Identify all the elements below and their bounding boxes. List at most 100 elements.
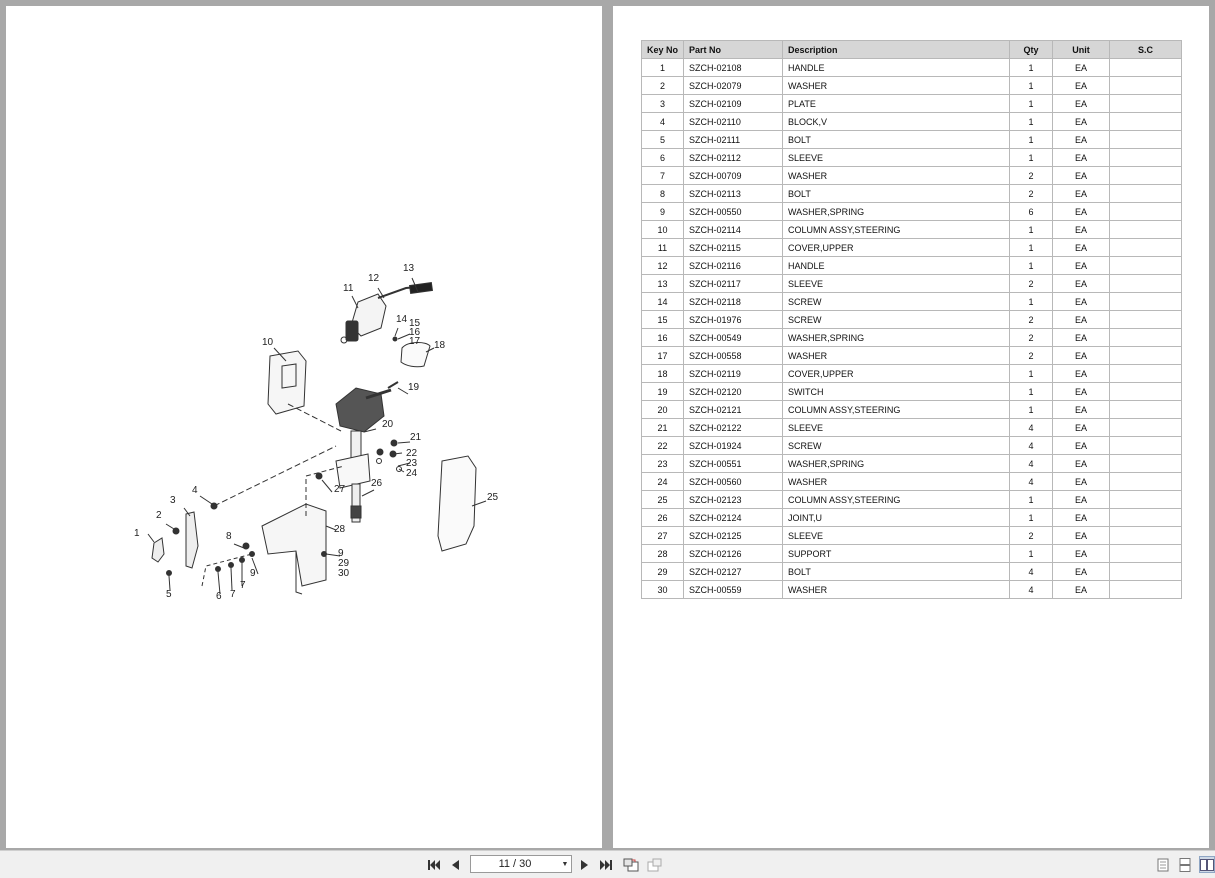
cell-unit: EA bbox=[1052, 292, 1110, 311]
cell-description: SLEEVE bbox=[782, 526, 1010, 545]
cell-unit: EA bbox=[1052, 58, 1110, 77]
cell-description: WASHER,SPRING bbox=[782, 328, 1010, 347]
cell-sc bbox=[1109, 76, 1182, 95]
cell-sc bbox=[1109, 292, 1182, 311]
callout-12: 12 bbox=[368, 273, 380, 284]
cell-sc bbox=[1109, 346, 1182, 365]
next-page-button[interactable] bbox=[578, 856, 592, 873]
cell-key-no: 6 bbox=[641, 148, 684, 167]
cell-part-no: SZCH-02121 bbox=[683, 400, 783, 419]
cell-qty: 2 bbox=[1009, 274, 1053, 293]
cell-description: SCREW bbox=[782, 436, 1010, 455]
cell-unit: EA bbox=[1052, 346, 1110, 365]
cell-key-no: 3 bbox=[641, 94, 684, 113]
cell-key-no: 18 bbox=[641, 364, 684, 383]
cell-description: WASHER bbox=[782, 166, 1010, 185]
header-key-no: Key No bbox=[641, 40, 684, 59]
cell-description: COVER,UPPER bbox=[782, 238, 1010, 257]
cell-qty: 1 bbox=[1009, 382, 1053, 401]
cell-description: SUPPORT bbox=[782, 544, 1010, 563]
rotate-button[interactable] bbox=[622, 856, 640, 873]
cell-sc bbox=[1109, 238, 1182, 257]
cell-qty: 2 bbox=[1009, 328, 1053, 347]
rotate-alt-icon bbox=[647, 858, 662, 871]
cell-unit: EA bbox=[1052, 436, 1110, 455]
cell-sc bbox=[1109, 490, 1182, 509]
previous-page-button[interactable] bbox=[448, 856, 462, 873]
cell-unit: EA bbox=[1052, 112, 1110, 131]
cell-qty: 4 bbox=[1009, 418, 1053, 437]
cell-key-no: 17 bbox=[641, 346, 684, 365]
page-number-select[interactable]: 11 / 30 ▼ bbox=[470, 855, 572, 873]
callout-7a: 7 bbox=[230, 589, 236, 600]
cell-part-no: SZCH-02112 bbox=[683, 148, 783, 167]
cell-unit: EA bbox=[1052, 76, 1110, 95]
cell-sc bbox=[1109, 166, 1182, 185]
cell-key-no: 7 bbox=[641, 166, 684, 185]
cell-qty: 1 bbox=[1009, 400, 1053, 419]
cell-part-no: SZCH-02115 bbox=[683, 238, 783, 257]
cell-part-no: SZCH-00550 bbox=[683, 202, 783, 221]
cell-qty: 2 bbox=[1009, 184, 1053, 203]
cell-part-no: SZCH-01976 bbox=[683, 310, 783, 329]
cell-key-no: 16 bbox=[641, 328, 684, 347]
cell-part-no: SZCH-00558 bbox=[683, 346, 783, 365]
cell-part-no: SZCH-02124 bbox=[683, 508, 783, 527]
cell-part-no: SZCH-02125 bbox=[683, 526, 783, 545]
cell-sc bbox=[1109, 220, 1182, 239]
continuous-view-button[interactable] bbox=[1178, 856, 1192, 873]
document-page-right: Key No Part No Description Qty Unit S.C … bbox=[613, 6, 1209, 848]
cell-qty: 2 bbox=[1009, 346, 1053, 365]
cell-sc bbox=[1109, 256, 1182, 275]
cell-qty: 1 bbox=[1009, 490, 1053, 509]
previous-page-icon bbox=[452, 859, 459, 870]
cell-part-no: SZCH-02119 bbox=[683, 364, 783, 383]
cell-description: SLEEVE bbox=[782, 418, 1010, 437]
last-page-icon bbox=[600, 859, 612, 870]
callout-20: 20 bbox=[382, 419, 394, 430]
callout-10: 10 bbox=[262, 337, 274, 348]
cell-key-no: 20 bbox=[641, 400, 684, 419]
last-page-button[interactable] bbox=[598, 856, 614, 873]
cell-part-no: SZCH-02117 bbox=[683, 274, 783, 293]
cell-qty: 4 bbox=[1009, 562, 1053, 581]
cell-unit: EA bbox=[1052, 328, 1110, 347]
cell-description: SWITCH bbox=[782, 382, 1010, 401]
cell-sc bbox=[1109, 310, 1182, 329]
cell-unit: EA bbox=[1052, 256, 1110, 275]
cell-qty: 1 bbox=[1009, 94, 1053, 113]
header-description: Description bbox=[782, 40, 1010, 59]
cell-unit: EA bbox=[1052, 148, 1110, 167]
callout-9b: 9 bbox=[338, 548, 344, 559]
cell-qty: 6 bbox=[1009, 202, 1053, 221]
cell-part-no: SZCH-02126 bbox=[683, 544, 783, 563]
rotate-alt-button[interactable] bbox=[646, 856, 664, 873]
cell-qty: 4 bbox=[1009, 472, 1053, 491]
callout-27: 27 bbox=[334, 484, 346, 495]
cell-unit: EA bbox=[1052, 400, 1110, 419]
parts-list-table: Key No Part No Description Qty Unit S.C … bbox=[641, 40, 1182, 599]
cell-qty: 1 bbox=[1009, 508, 1053, 527]
cell-part-no: SZCH-02113 bbox=[683, 184, 783, 203]
cell-part-no: SZCH-02127 bbox=[683, 562, 783, 581]
cell-key-no: 27 bbox=[641, 526, 684, 545]
single-page-view-button[interactable] bbox=[1156, 856, 1170, 873]
facing-pages-view-button[interactable] bbox=[1199, 856, 1215, 873]
cell-description: WASHER,SPRING bbox=[782, 202, 1010, 221]
cell-description: HANDLE bbox=[782, 58, 1010, 77]
first-page-button[interactable] bbox=[426, 856, 442, 873]
cell-unit: EA bbox=[1052, 238, 1110, 257]
cell-key-no: 23 bbox=[641, 454, 684, 473]
cell-key-no: 19 bbox=[641, 382, 684, 401]
callout-25: 25 bbox=[487, 492, 499, 503]
cell-key-no: 2 bbox=[641, 76, 684, 95]
callout-21: 21 bbox=[410, 432, 422, 443]
